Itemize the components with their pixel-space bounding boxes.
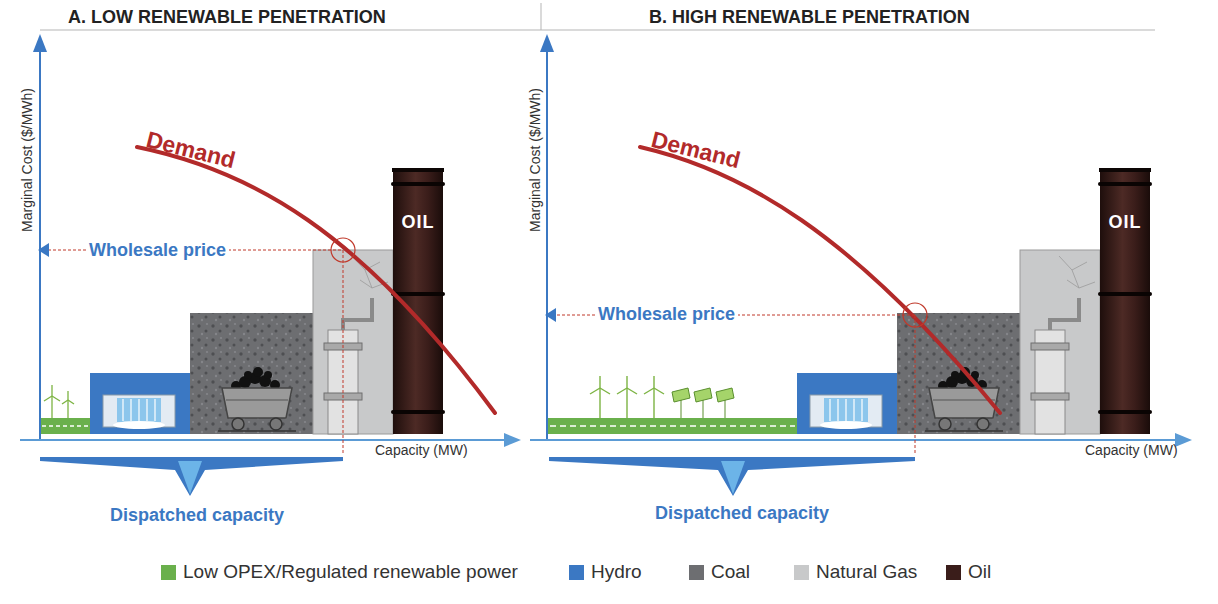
- equilibrium-circle: [903, 303, 927, 327]
- price-label: Wholesale price: [86, 240, 229, 261]
- road-dash: [550, 425, 795, 427]
- hydro-block: [90, 373, 190, 434]
- chimney-band: [391, 182, 445, 186]
- price-arrowhead: [545, 308, 556, 322]
- gas-pipe: [343, 298, 372, 330]
- chimney-band: [1098, 292, 1152, 296]
- legend-item: Oil: [946, 561, 991, 583]
- renewable-bar: [547, 418, 797, 434]
- legend-label: Oil: [968, 561, 991, 583]
- equilibrium-circle: [331, 238, 355, 262]
- chimney-band: [391, 292, 445, 296]
- chimney-band: [1098, 182, 1152, 186]
- wind-turbine: [44, 385, 74, 418]
- road-dash: [42, 425, 88, 427]
- y-axis: [39, 50, 41, 440]
- demand-curve: [640, 147, 1000, 413]
- axis-arrowhead: [504, 433, 521, 447]
- bracket-highlight: [721, 461, 745, 494]
- legend-swatch: [689, 565, 704, 580]
- price-label: Wholesale price: [595, 304, 738, 325]
- dam-water: [117, 398, 161, 422]
- bracket-label: Dispatched capacity: [110, 505, 284, 526]
- axis-arrowhead: [540, 34, 554, 52]
- header-divider: [541, 3, 542, 30]
- axis-arrowhead: [33, 34, 47, 52]
- power-plants: [797, 250, 1100, 434]
- oil-chimney: OIL: [1100, 168, 1150, 434]
- cart-wheel: [270, 418, 282, 430]
- legend-swatch: [794, 565, 809, 580]
- gas-block: [313, 250, 393, 434]
- bracket-label: Dispatched capacity: [655, 503, 829, 524]
- chimney-band: [1098, 410, 1152, 414]
- legend-label: Hydro: [591, 561, 642, 583]
- chimney-bands: [1100, 168, 1150, 434]
- x-axis: [20, 439, 505, 441]
- legend-label: Coal: [711, 561, 750, 583]
- legend-item: Coal: [689, 561, 750, 583]
- axis-title: Capacity (MW): [375, 442, 468, 458]
- cart-wheel: [232, 418, 244, 430]
- cart-rib: [226, 400, 288, 401]
- capacity-bracket: [40, 457, 343, 496]
- curve-label: Demand: [649, 126, 743, 174]
- coal-block: [190, 313, 313, 434]
- capacity-leader: [915, 315, 916, 455]
- x-axis: [530, 439, 1175, 441]
- bracket-highlight: [178, 461, 202, 494]
- chimney-band: [391, 410, 445, 414]
- axis-title: Marginal Cost ($/MWh): [19, 88, 35, 232]
- chimney-rim: [392, 168, 444, 172]
- axis-title: Marginal Cost ($/MWh): [527, 88, 543, 232]
- power-plants: [90, 250, 393, 434]
- header-rule: [40, 30, 1155, 31]
- price-arrowhead: [38, 243, 49, 257]
- water-foam: [113, 421, 165, 429]
- water-streaks: [123, 399, 155, 421]
- axis-title: Capacity (MW): [1085, 442, 1178, 458]
- capacity-bracket: [549, 457, 915, 496]
- legend-item: Low OPEX/Regulated renewable power: [161, 561, 518, 583]
- solar-panel: [672, 388, 734, 418]
- legend-item: Natural Gas: [794, 561, 917, 583]
- legend-swatch: [569, 565, 584, 580]
- legend-label: Low OPEX/Regulated renewable power: [183, 561, 518, 583]
- curve-label: Demand: [144, 126, 238, 174]
- node-label: OIL: [393, 168, 443, 233]
- rail: [218, 430, 296, 432]
- capacity-leader: [343, 250, 344, 455]
- panel-heading: B. HIGH RENEWABLE PENETRATION: [649, 7, 970, 28]
- demand-curve: [137, 147, 495, 413]
- node-label: OIL: [1100, 168, 1150, 233]
- chimney-rim: [1099, 168, 1151, 172]
- legend-label: Natural Gas: [816, 561, 917, 583]
- panel-heading: A. LOW RENEWABLE PENETRATION: [68, 7, 386, 28]
- y-axis: [546, 50, 548, 440]
- legend-item: Hydro: [569, 561, 642, 583]
- renewable-bar: [40, 418, 90, 434]
- legend-swatch: [161, 565, 176, 580]
- legend-swatch: [946, 565, 961, 580]
- coal-cart: [222, 388, 292, 418]
- wind-turbine: [590, 376, 664, 418]
